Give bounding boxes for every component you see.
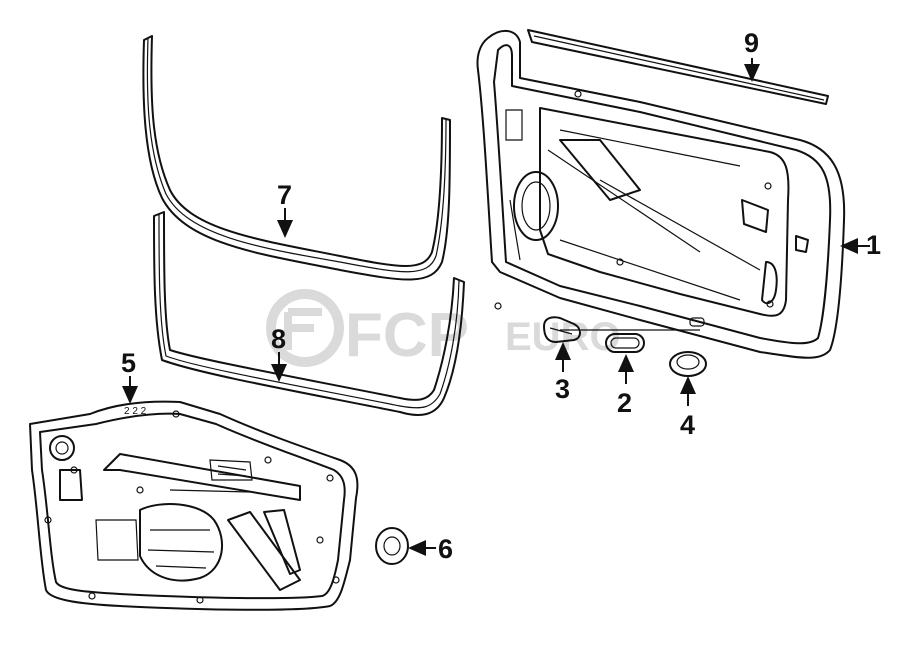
callout-8: 8	[271, 324, 286, 354]
callout-4: 4	[680, 410, 695, 440]
part-7-upper-seal	[142, 35, 451, 281]
callout-6: 6	[438, 534, 453, 564]
part-5-carrier-panel: 2 2 2	[29, 400, 359, 611]
part-6-grommet	[375, 527, 409, 565]
part-2-oval-plug	[605, 333, 645, 353]
callout-5: 5	[121, 348, 136, 378]
callout-3: 3	[555, 374, 570, 404]
part-4-round-plug	[669, 351, 707, 377]
callout-1: 1	[866, 230, 881, 260]
part-9-belt-molding	[527, 29, 829, 105]
part-3-plug	[543, 316, 581, 343]
callout-9: 9	[744, 28, 759, 58]
callout-7: 7	[277, 180, 292, 210]
callout-2: 2	[617, 388, 632, 418]
watermark-logo: FCP EURO	[266, 289, 621, 370]
part-8-lower-seal	[153, 211, 465, 416]
part-1-door-shell	[476, 30, 846, 359]
svg-text:2 2 2: 2 2 2	[124, 406, 147, 417]
